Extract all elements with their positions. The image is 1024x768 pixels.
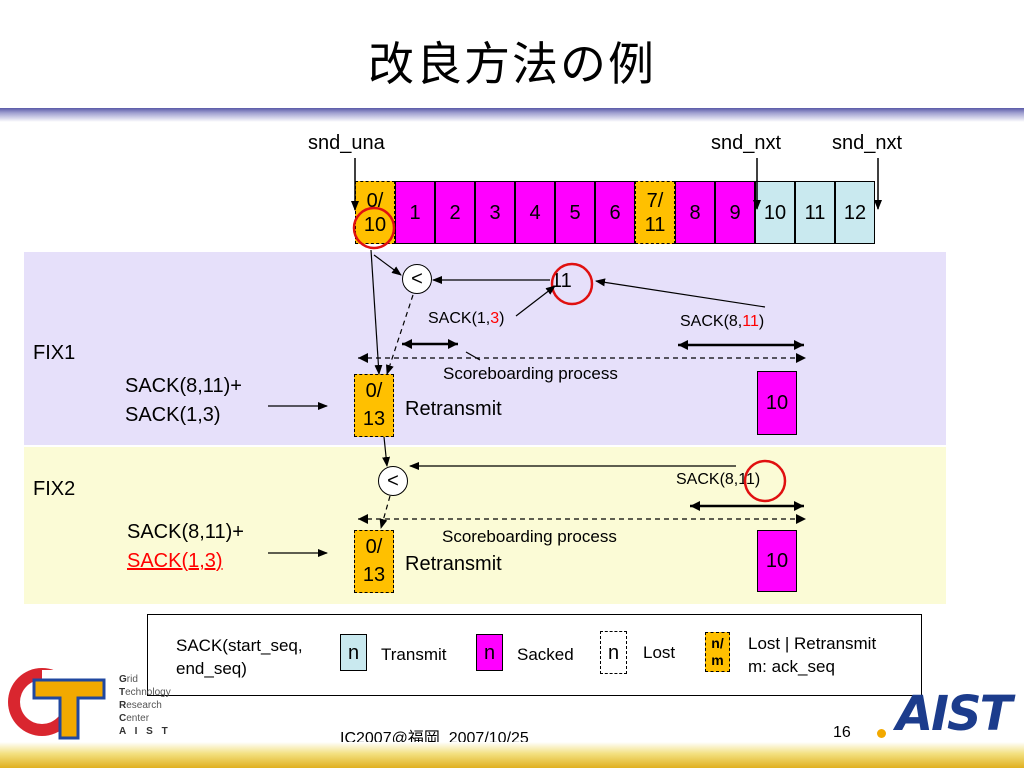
fix2-label: FIX2 bbox=[33, 478, 76, 500]
sequence-row: 0/10 1 2 3 4 5 6 7/11 8 9 10 11 12 bbox=[355, 181, 875, 244]
fix1-sack-b: SACK(8,11) bbox=[680, 313, 765, 330]
fix1-scoreboarding-label: Scoreboarding process bbox=[443, 364, 618, 383]
seq-cell-5: 5 bbox=[555, 181, 595, 244]
seq-cell-3: 3 bbox=[475, 181, 515, 244]
fix2-sack-label: SACK(8,11) bbox=[676, 471, 761, 488]
fix2-input-sacks: SACK(8,11)+SACK(1,3) bbox=[127, 521, 244, 572]
seq-cell-4: 4 bbox=[515, 181, 555, 244]
seq-cell-8: 8 bbox=[675, 181, 715, 244]
snd-una-label: snd_una bbox=[308, 132, 385, 154]
seq-cell-9: 9 bbox=[715, 181, 755, 244]
fix2-compare-icon: < bbox=[378, 466, 408, 496]
seq-cell-10: 10 bbox=[755, 181, 795, 244]
gtrc-logo-icon bbox=[8, 668, 106, 740]
footer-page-number: 16 bbox=[833, 724, 851, 741]
fix1-retransmit-label: Retransmit bbox=[405, 398, 502, 420]
seq-cell-6: 6 bbox=[595, 181, 635, 244]
fix1-retransmit-segment: 0/13 bbox=[354, 374, 394, 437]
fix1-input-sacks: SACK(8,11)+SACK(1,3) bbox=[125, 375, 242, 426]
legend-lost-swatch: n bbox=[600, 631, 627, 674]
bullet-icon bbox=[877, 729, 886, 738]
aist-logo-icon: AIST bbox=[896, 686, 1012, 742]
fix1-label: FIX1 bbox=[33, 342, 76, 364]
fix2-retransmit-label: Retransmit bbox=[405, 553, 502, 575]
fix2-scoreboarding-label: Scoreboarding process bbox=[442, 527, 617, 546]
snd-nxt-label-1: snd_nxt bbox=[711, 132, 782, 154]
legend-lost-label: Lost bbox=[643, 643, 676, 662]
fix1-sack-a: SACK(1,3) bbox=[428, 310, 505, 327]
legend-sacked-swatch: n bbox=[476, 634, 503, 671]
legend-lost-retransmit-swatch: n/m bbox=[705, 632, 730, 672]
footer-bar bbox=[0, 742, 1024, 768]
fix1-sacked-segment: 10 bbox=[757, 371, 797, 435]
legend-transmit-label: Transmit bbox=[381, 645, 447, 664]
legend-sack-format: SACK(start_seq,end_seq) bbox=[176, 636, 303, 678]
seq-cell-1: 1 bbox=[395, 181, 435, 244]
fix1-ack-value: 11 bbox=[551, 270, 572, 292]
snd-nxt-label-2: snd_nxt bbox=[832, 132, 903, 154]
seq-cell-12: 12 bbox=[835, 181, 875, 244]
gtrc-logo-text: Grid Technology Research Center A I S T bbox=[119, 674, 171, 737]
seq-cell-lost-7: 7/11 bbox=[635, 181, 675, 244]
legend-sacked-label: Sacked bbox=[517, 645, 574, 664]
slide-title: 改良方法の例 bbox=[368, 37, 656, 91]
seq-cell-2: 2 bbox=[435, 181, 475, 244]
legend-transmit-swatch: n bbox=[340, 634, 367, 671]
fix2-retransmit-segment: 0/13 bbox=[354, 530, 394, 593]
legend-box bbox=[147, 614, 922, 696]
title-divider bbox=[0, 108, 1024, 122]
seq-cell-11: 11 bbox=[795, 181, 835, 244]
fix2-sacked-segment: 10 bbox=[757, 530, 797, 592]
fix1-compare-icon: < bbox=[402, 264, 432, 294]
